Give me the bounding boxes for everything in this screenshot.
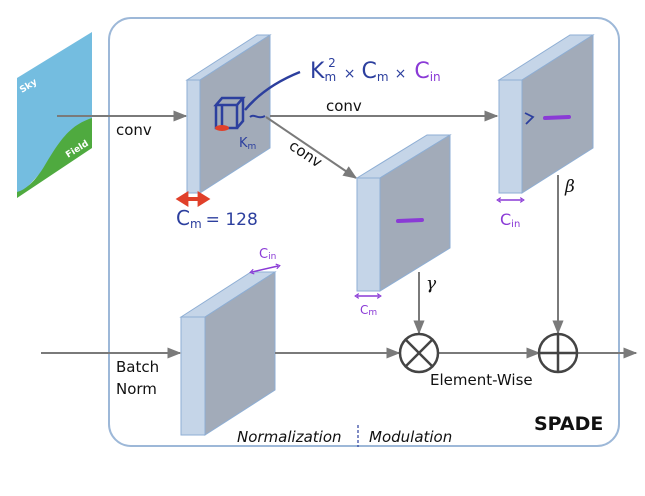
gamma-mark <box>396 218 424 223</box>
batch-norm-label-line1: Batch <box>116 358 159 376</box>
add-operator-icon <box>537 332 579 374</box>
batch-norm-block <box>179 271 277 436</box>
bn-channels-label: Cin <box>259 247 276 262</box>
beta-symbol: β <box>564 177 575 197</box>
gamma-block <box>355 134 452 292</box>
beta-squiggle <box>524 112 535 125</box>
batch-norm-label-line2: Norm <box>116 380 157 398</box>
kernel-highlight <box>215 125 229 131</box>
modulation-label: Modulation <box>369 428 452 446</box>
element-wise-label: Element-Wise <box>430 371 533 389</box>
kernel-size-label: Km <box>239 136 256 152</box>
kernel-formula: Km2×Cm×Cin <box>310 56 441 84</box>
multiply-operator-icon <box>398 332 440 374</box>
normalization-label: Normalization <box>237 428 342 446</box>
bn-channels-arrow <box>249 263 281 275</box>
beta-block <box>497 34 595 194</box>
segmentation-map: Sky Field <box>17 32 92 198</box>
spade-title: SPADE <box>534 413 603 435</box>
conv-label-input: conv <box>116 121 152 139</box>
gamma-channels-label: Cm <box>360 303 377 318</box>
spade-frame <box>108 17 620 447</box>
beta-mark <box>543 115 571 120</box>
kernel-arrow-squiggle <box>249 114 266 119</box>
arrow-conv-gamma <box>265 116 358 179</box>
beta-channels-label: Cin <box>500 210 520 230</box>
shared-feature-block <box>185 34 272 194</box>
sky-region <box>17 32 92 198</box>
conv-label-beta: conv <box>326 97 362 115</box>
gamma-symbol: γ <box>426 274 437 294</box>
cm-value-label: Cm= 128 <box>176 206 258 231</box>
conv-label-gamma: conv <box>286 136 326 171</box>
field-region <box>17 118 92 198</box>
